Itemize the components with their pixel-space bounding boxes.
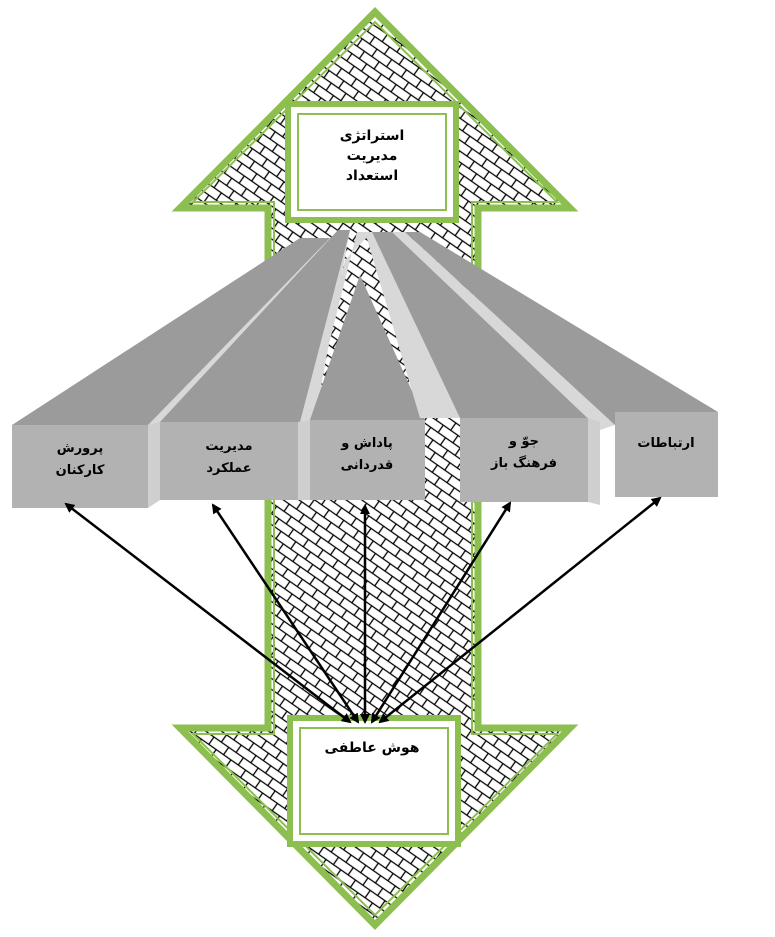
beam-5-light [392, 232, 615, 430]
component-label-line-2: کارکنان [56, 463, 105, 478]
beam-4-light [365, 232, 460, 418]
beam-5 [405, 232, 718, 425]
component-box [12, 425, 148, 508]
component-box-side [588, 418, 600, 505]
component-label-line-2: فرهنگ باز [490, 455, 557, 471]
component-box [160, 422, 298, 500]
beam-1 [12, 238, 330, 425]
component-label-line-1: جوّ و [508, 434, 539, 449]
top-box-line-3: استعداد [346, 168, 398, 184]
component-label-line-1: ارتباطات [637, 436, 694, 451]
component-performance-management: مدیریت عملکرد [160, 420, 310, 500]
component-box [460, 418, 588, 502]
beam-3 [310, 275, 425, 420]
talent-strategy-box: استراتژی مدیریت استعداد [285, 101, 459, 223]
connector-arrow-5 [378, 496, 662, 724]
component-box [310, 420, 425, 500]
beam-2 [160, 230, 350, 422]
component-label-line-1: مدیریت [205, 439, 252, 454]
component-box [615, 412, 718, 497]
connector-arrows [64, 496, 662, 724]
arrow-inner-border [190, 20, 560, 917]
component-open-culture: جوّ و فرهنگ باز [460, 418, 600, 505]
component-staff-development: پرورش کارکنان [12, 422, 160, 508]
box-inner-frame [299, 727, 449, 835]
box-inner-frame [297, 113, 447, 211]
component-label-line-2: عملکرد [206, 461, 251, 476]
component-box-side [298, 420, 310, 500]
top-box-line-2: مدیریت [347, 148, 398, 164]
connector-arrow-2 [211, 503, 360, 724]
emotional-intelligence-box: هوش عاطفی [287, 715, 461, 847]
component-label-line-1: پرورش [57, 441, 103, 456]
bottom-box-label: هوش عاطفی [325, 740, 420, 756]
component-label-line-2: قدردانی [341, 458, 394, 473]
component-boxes: پرورش کارکنان مدیریت عملکرد پاداش و قدرد… [12, 412, 718, 508]
component-communications: ارتباطات [615, 412, 718, 497]
component-box-side [148, 422, 160, 508]
component-reward-recognition: پاداش و قدردانی [310, 420, 425, 500]
top-box-line-1: استراتژی [340, 128, 405, 144]
component-label-line-1: پاداش و [340, 436, 392, 451]
